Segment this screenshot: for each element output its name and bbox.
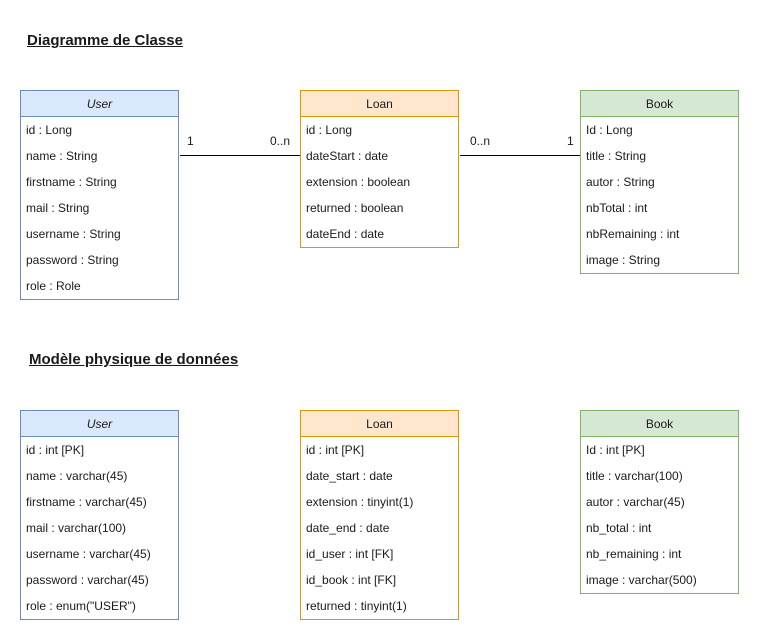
pm-loan-column: id_book : int [FK] xyxy=(306,573,397,587)
pm-book-column: autor : varchar(45) xyxy=(586,495,685,509)
pm-user-column: name : varchar(45) xyxy=(26,469,128,483)
pm-user-column: mail : varchar(100) xyxy=(26,521,127,535)
pm-user-table[interactable]: User id : int [PK] name : varchar(45) firs… xyxy=(20,410,179,620)
pm-loan-column: id_user : int [FK] xyxy=(306,547,394,561)
cd-user-attribute: mail : String xyxy=(26,201,90,215)
pm-user-column: firstname : varchar(45) xyxy=(26,495,147,509)
cd-user-class-name: User xyxy=(21,91,178,117)
pm-book-column: title : varchar(100) xyxy=(586,469,683,483)
cd-loan-attribute: dateStart : date xyxy=(306,149,389,163)
cd-user-attribute: firstname : String xyxy=(26,175,117,189)
cd-loan-class[interactable]: Loan id : Long dateStart : date extension … xyxy=(300,90,459,248)
cd-user-attribute: name : String xyxy=(26,149,98,163)
physical-model-title: Modèle physique de données xyxy=(29,351,239,368)
pm-loan-table-name: Loan xyxy=(301,411,458,437)
cd-book-class[interactable]: Book Id : Long title : String autor : Stri… xyxy=(580,90,739,274)
cd-book-attribute: nbTotal : int xyxy=(586,201,648,215)
pm-book-column: image : varchar(500) xyxy=(586,573,697,587)
cd-loan-attribute: id : Long xyxy=(306,123,353,137)
pm-user-column: username : varchar(45) xyxy=(26,547,151,561)
class-diagram-title: Diagramme de Classe xyxy=(27,32,183,49)
pm-loan-table[interactable]: Loan id : int [PK] date_start : date exten… xyxy=(300,410,459,620)
cd-user-attribute: username : String xyxy=(26,227,121,241)
pm-loan-column: date_start : date xyxy=(306,469,393,483)
cd-user-attribute: id : Long xyxy=(26,123,73,137)
cd-user-attribute: password : String xyxy=(26,253,119,267)
pm-book-column: Id : int [PK] xyxy=(586,443,645,457)
loan-book-multiplicity-loan: 0..n xyxy=(470,134,491,148)
pm-loan-column: date_end : date xyxy=(306,521,390,535)
user-loan-multiplicity-user: 1 xyxy=(187,134,194,148)
pm-user-table-name: User xyxy=(21,411,178,437)
user-loan-association-line xyxy=(180,155,300,156)
cd-book-attribute: title : String xyxy=(586,149,647,163)
pm-book-column: nb_remaining : int xyxy=(586,547,682,561)
user-loan-multiplicity-loan: 0..n xyxy=(270,134,291,148)
pm-book-table-name: Book xyxy=(581,411,738,437)
cd-loan-attribute: extension : boolean xyxy=(306,175,411,189)
pm-user-column: password : varchar(45) xyxy=(26,573,149,587)
cd-loan-attribute: returned : boolean xyxy=(306,201,404,215)
pm-loan-column: returned : tinyint(1) xyxy=(306,599,407,613)
cd-book-attribute: image : String xyxy=(586,253,661,267)
pm-book-column: nb_total : int xyxy=(586,521,652,535)
cd-user-attribute: role : Role xyxy=(26,279,81,293)
cd-book-attribute: nbRemaining : int xyxy=(586,227,680,241)
cd-loan-attribute: dateEnd : date xyxy=(306,227,385,241)
pm-user-column: id : int [PK] xyxy=(26,443,85,457)
cd-user-class[interactable]: User id : Long name : String firstname : S… xyxy=(20,90,179,300)
cd-book-attribute: autor : String xyxy=(586,175,655,189)
pm-loan-column: extension : tinyint(1) xyxy=(306,495,414,509)
cd-book-attribute: Id : Long xyxy=(586,123,633,137)
loan-book-association-line xyxy=(460,155,580,156)
pm-book-table[interactable]: Book Id : int [PK] title : varchar(100) au… xyxy=(580,410,739,594)
pm-user-column: role : enum("USER") xyxy=(26,599,136,613)
cd-book-class-name: Book xyxy=(581,91,738,117)
cd-loan-class-name: Loan xyxy=(301,91,458,117)
loan-book-multiplicity-book: 1 xyxy=(567,134,574,148)
pm-loan-column: id : int [PK] xyxy=(306,443,365,457)
